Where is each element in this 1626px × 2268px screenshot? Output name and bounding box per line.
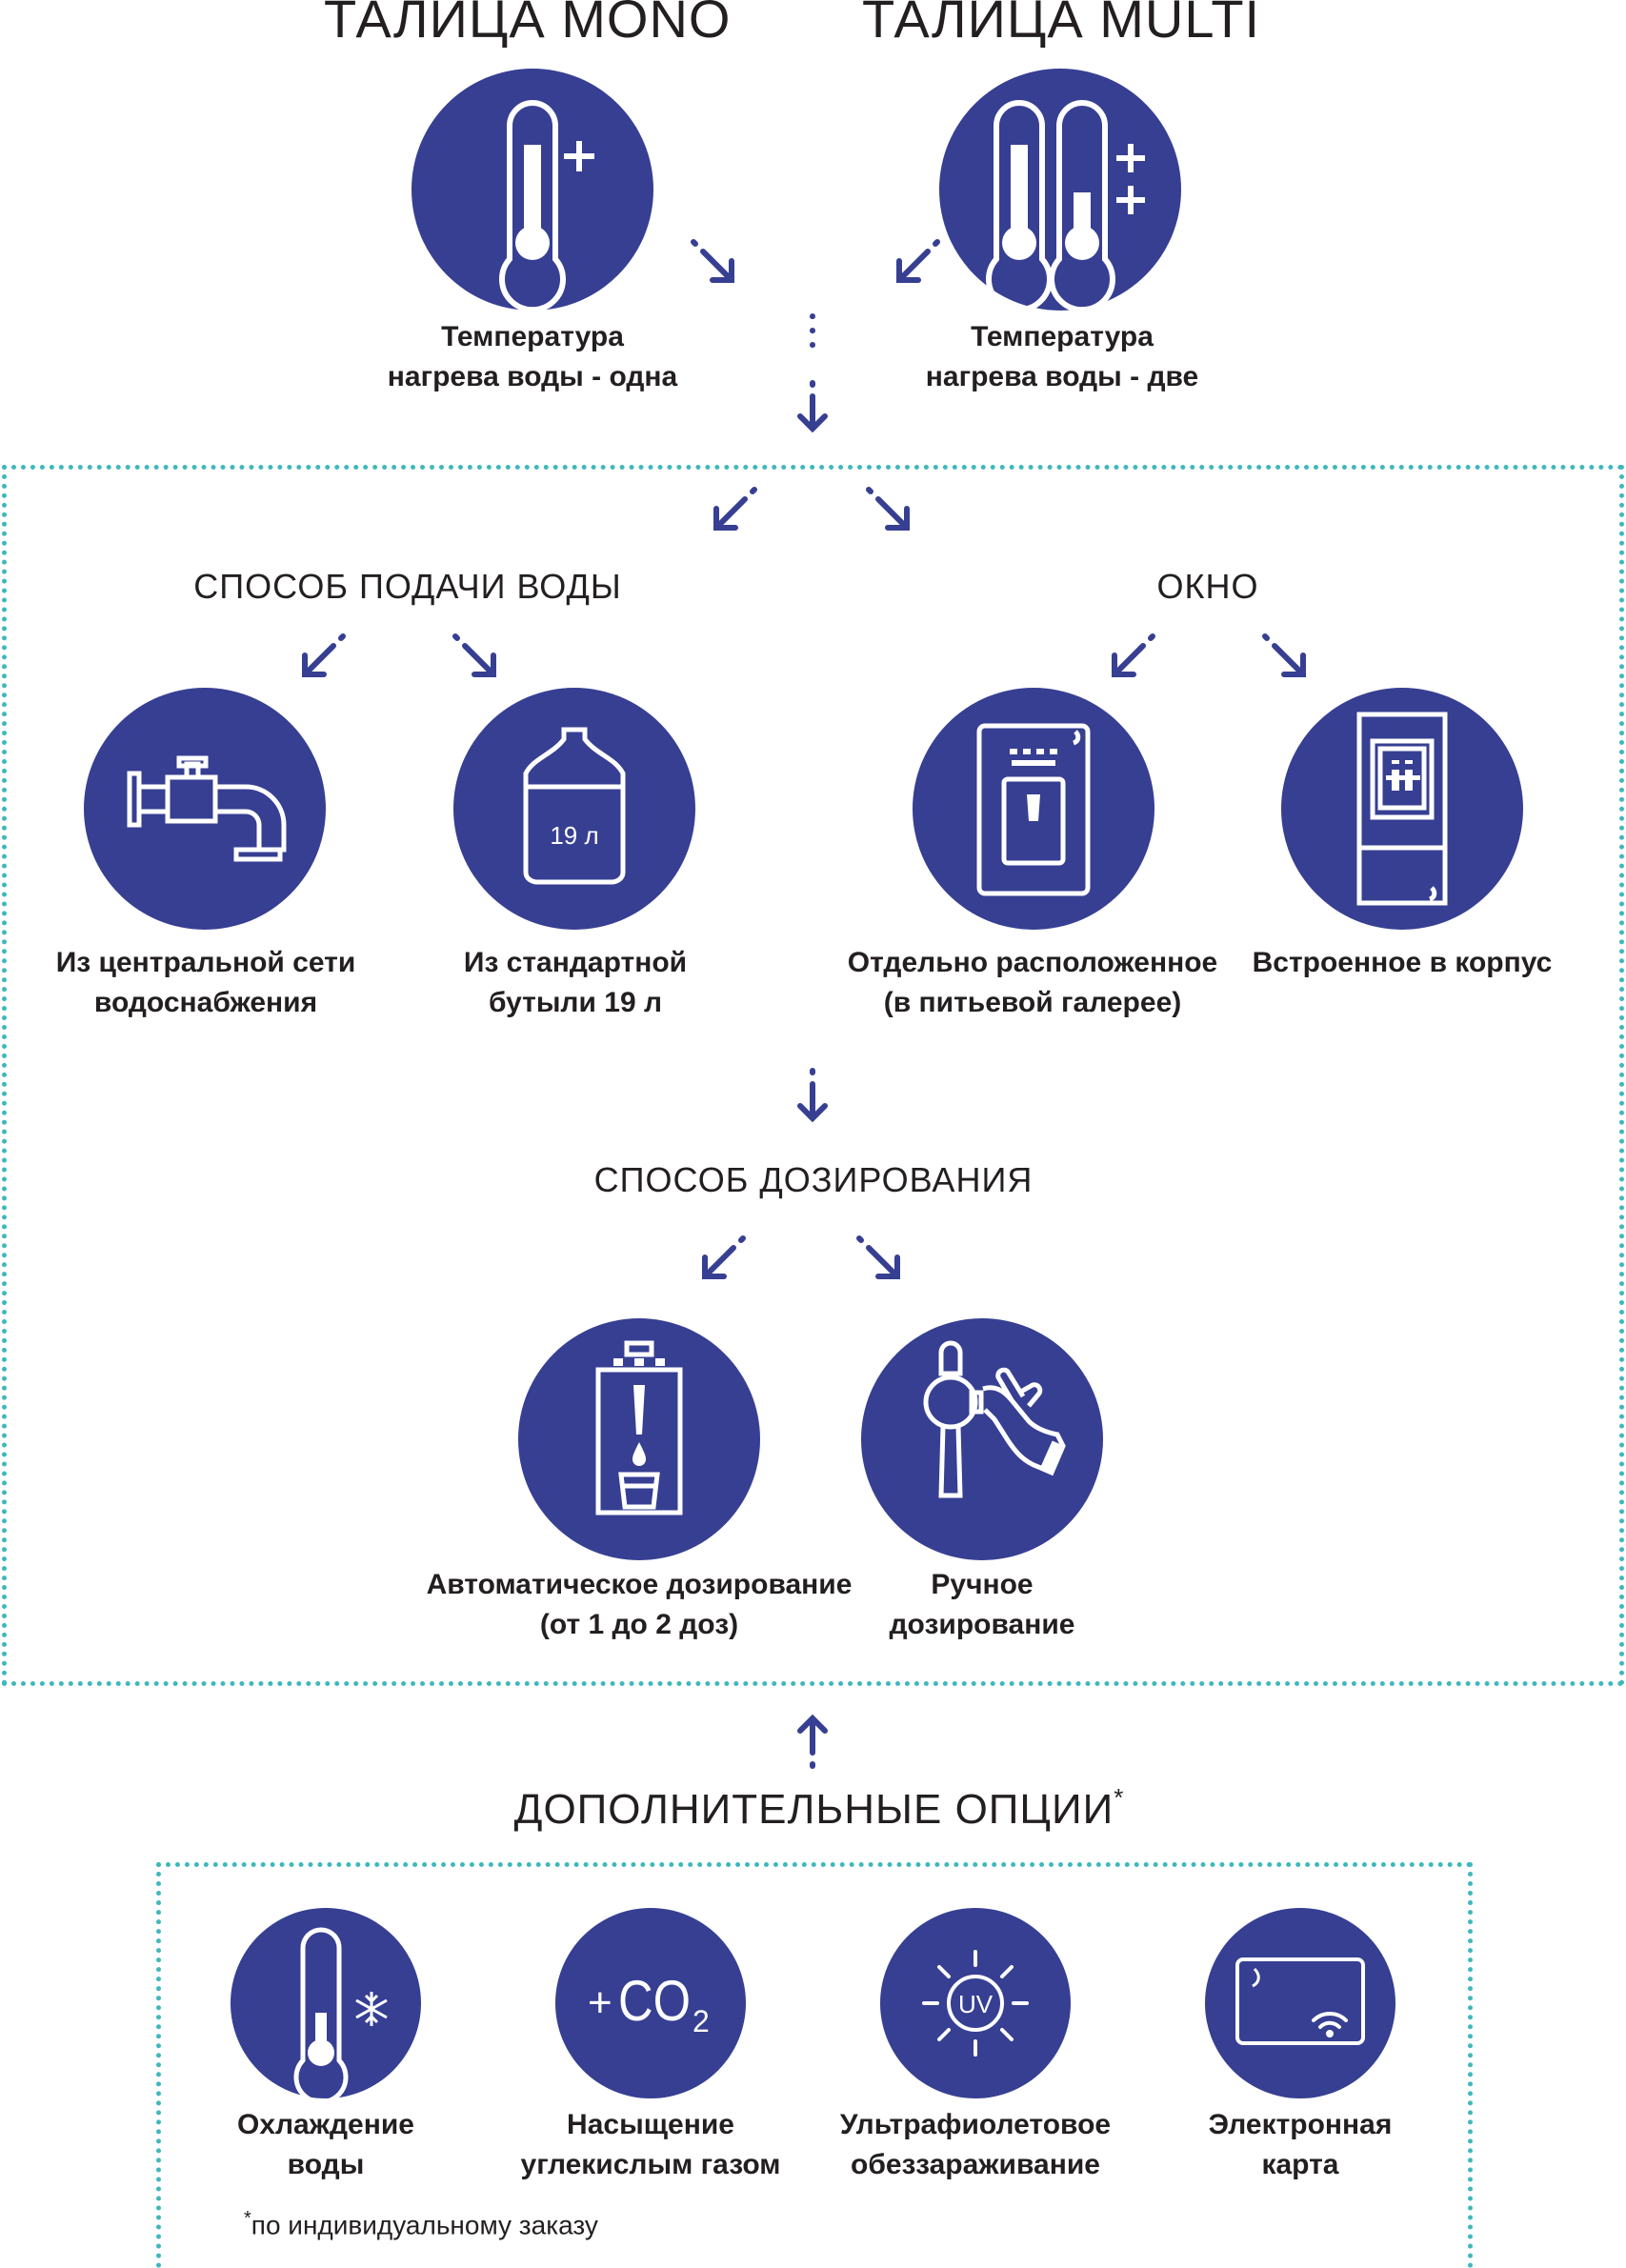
automatic-dosing-icon: [595, 1340, 683, 1515]
cooling-thermometer-icon: [293, 1927, 388, 2098]
standalone-window-caption: Отдельно расположенное (в питьевой галер…: [847, 947, 1218, 1018]
cooling-caption: Охлаждение воды: [236, 2109, 414, 2180]
water-bottle-icon: 19 л: [523, 727, 626, 885]
snowflake-icon: [355, 1992, 388, 2026]
auto-dosing-caption: Автоматическое дозирование (от 1 до 2 до…: [426, 1569, 853, 1640]
bottle-circle: 19 л: [453, 688, 695, 930]
builtin-window-circle: [1281, 688, 1523, 930]
manual-dosing-circle: [861, 1318, 1103, 1560]
arrow-to-auto-dosing: [702, 1235, 746, 1279]
svg-text:CO: CO: [618, 1969, 691, 2033]
dosing-heading: СПОСОБ ДОЗИРОВАНИЯ: [593, 1160, 1034, 1199]
manual-dosing-icon: [923, 1340, 1066, 1498]
standalone-window-icon: [976, 723, 1091, 896]
arrow-multi-to-center: [896, 239, 940, 283]
arrow-to-bottle: [452, 633, 496, 677]
card-circle: [1205, 1908, 1395, 2098]
card-icon: [1235, 1957, 1365, 2045]
card-caption: Электронная карта: [1208, 2109, 1393, 2180]
multi-thermometer-circle: [939, 69, 1181, 311]
arrow-up-from-options: [797, 1714, 828, 1769]
water-pipe-icon: [127, 755, 287, 862]
arrow-down-center-top: [797, 313, 828, 433]
arrow-to-supply: [713, 487, 757, 531]
arrow-mono-to-center: [691, 239, 734, 283]
options-heading: ДОПОЛНИТЕЛЬНЫЕ ОПЦИИ*: [513, 1783, 1125, 1833]
pipe-caption: Из центральной сети водоснабжения: [55, 947, 356, 1018]
bottle-label: 19 л: [550, 821, 598, 850]
arrow-to-standalone-window: [1112, 633, 1155, 677]
mono-title: ТАЛИЦА MONO: [324, 0, 732, 49]
pipe-circle: [84, 688, 326, 930]
window-heading: ОКНО: [1156, 567, 1259, 606]
footnote: *по индивидуальному заказу: [244, 2208, 598, 2240]
multi-caption: Температура нагрева воды - две: [925, 321, 1199, 392]
builtin-window-caption: Встроенное в корпус: [1252, 947, 1553, 978]
wifi-icon: [1312, 2011, 1348, 2029]
svg-text:+: +: [588, 1979, 612, 2026]
thermometer-plus-icon: [499, 100, 594, 311]
uv-caption: Ультрафиолетовое обеззараживание: [839, 2109, 1112, 2180]
co2-caption: Насыщение углекислым газом: [520, 2109, 781, 2180]
built-in-window-icon: [1356, 712, 1448, 906]
uv-icon: UV: [922, 1950, 1029, 2057]
co2-circle: + CO 2: [555, 1908, 746, 2098]
auto-dosing-circle: [518, 1318, 760, 1560]
mono-thermometer-circle: [412, 69, 653, 311]
double-thermometer-icon: [986, 100, 1145, 311]
uv-circle: UV: [880, 1908, 1071, 2098]
arrow-down-to-dosing: [797, 1068, 828, 1123]
co2-icon: + CO 2: [588, 1969, 710, 2038]
cooling-circle: [231, 1908, 421, 2098]
standalone-window-circle: [913, 688, 1154, 930]
svg-text:UV: UV: [958, 1990, 994, 2018]
supply-heading: СПОСОБ ПОДАЧИ ВОДЫ: [193, 567, 622, 606]
configuration-box: [2, 465, 1624, 1686]
multi-title: ТАЛИЦА MULTI: [862, 0, 1261, 49]
manual-dosing-caption: Ручное дозирование: [889, 1569, 1075, 1640]
arrow-to-pipe: [302, 633, 346, 677]
arrow-to-manual-dosing: [856, 1235, 900, 1279]
arrow-to-builtin-window: [1262, 633, 1306, 677]
arrow-to-window: [866, 487, 910, 531]
options-box: [156, 1862, 1473, 2268]
svg-text:2: 2: [693, 2004, 710, 2038]
sun-rays-icon: [922, 1950, 1029, 2057]
mono-caption: Температура нагрева воды - одна: [387, 321, 678, 392]
bottle-caption: Из стандартной бутыли 19 л: [463, 947, 688, 1018]
